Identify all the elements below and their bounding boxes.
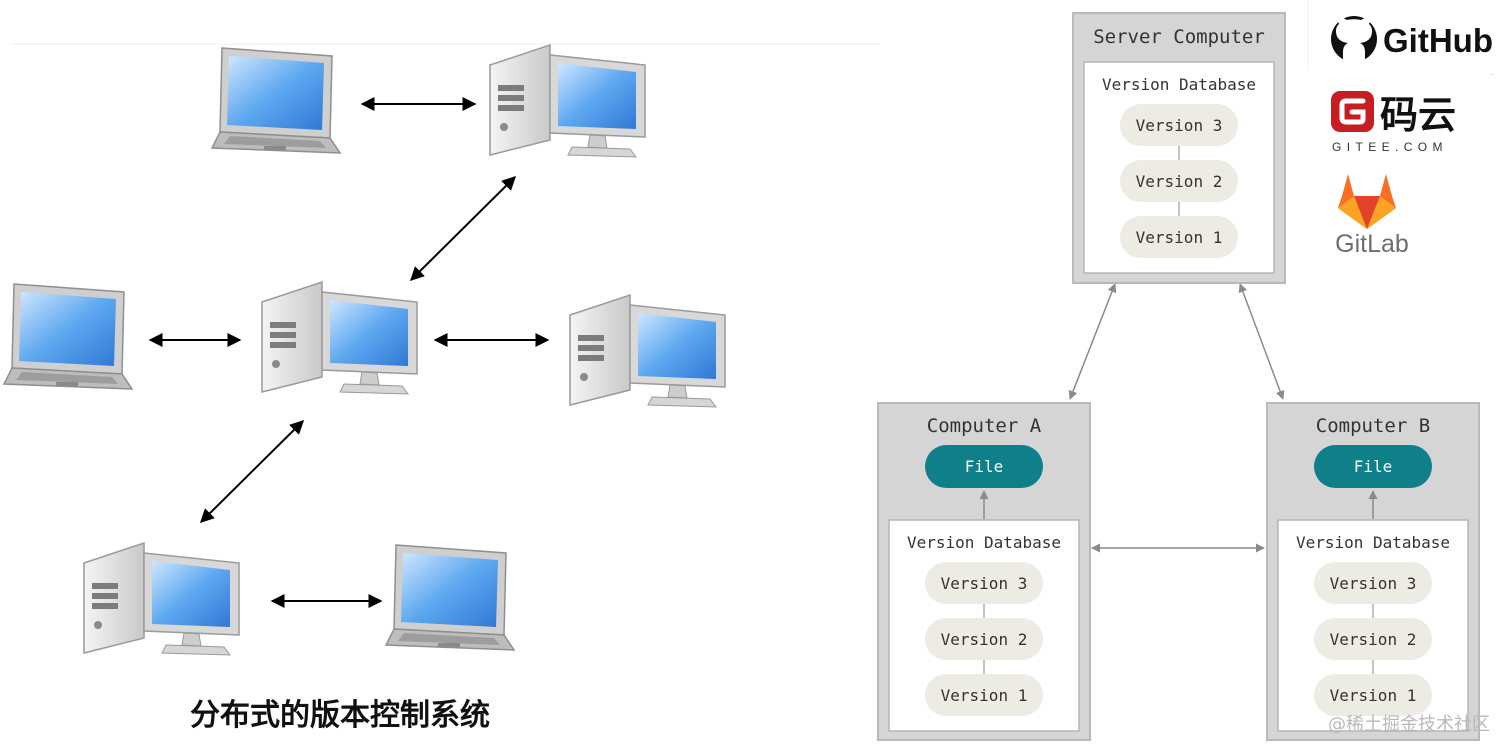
github-logo: GitHub ··· <box>1331 16 1495 78</box>
server-title: Server Computer <box>1093 26 1265 48</box>
hosting-logos: GitHub ··· 码云 GITEE.COM GitLab <box>1307 0 1495 258</box>
server-db-title: Version Database <box>1102 75 1256 94</box>
computer-a-title: Computer A <box>927 415 1042 437</box>
gitlab-logo: GitLab <box>1335 174 1409 258</box>
watermark: @稀土掘金技术社区 <box>1328 714 1490 735</box>
computer-b-db-title: Version Database <box>1296 533 1450 552</box>
desktop-computer-icon <box>261 281 418 395</box>
desktop-computer-icon <box>83 542 240 656</box>
computer-b-box: Computer B File Version Database Version… <box>1266 402 1480 741</box>
github-wordmark: GitHub <box>1383 22 1493 59</box>
computer-a-box: Computer A File Version Database Version… <box>877 402 1091 741</box>
sync-arrow <box>1068 283 1117 400</box>
gitlab-wordmark: GitLab <box>1335 230 1409 258</box>
server-version-1: Version 1 <box>1136 228 1223 247</box>
computer-a-db-title: Version Database <box>907 533 1061 552</box>
gitee-logo: 码云 GITEE.COM <box>1331 91 1456 154</box>
computer-b-file: File <box>1354 457 1393 476</box>
computer-b-title: Computer B <box>1316 415 1430 437</box>
connection-arrow <box>410 176 516 281</box>
computer-b-version-2: Version 2 <box>1330 630 1417 649</box>
diagram-caption: 分布式的版本控制系统 <box>190 698 490 733</box>
computer-b-version-1: Version 1 <box>1330 686 1417 705</box>
server-computer-box: Server Computer Version Database Version… <box>1072 12 1286 284</box>
laptop-icon <box>211 47 341 154</box>
computer-a-version-2: Version 2 <box>941 630 1028 649</box>
laptop-icon <box>385 544 515 651</box>
server-version-2: Version 2 <box>1136 172 1223 191</box>
right-dvcs-diagram: Server Computer Version Database Version… <box>877 12 1480 741</box>
connection-arrow <box>200 420 304 523</box>
svg-text:···: ··· <box>1490 72 1495 78</box>
left-network-diagram <box>3 43 880 656</box>
server-version-3: Version 3 <box>1136 116 1223 135</box>
desktop-computer-icon <box>489 44 646 158</box>
computer-a-version-3: Version 3 <box>941 574 1028 593</box>
laptop-icon <box>3 283 133 390</box>
desktop-computer-icon <box>569 294 726 408</box>
sync-arrow <box>1238 283 1285 400</box>
gitee-wordmark: 码云 <box>1380 95 1456 137</box>
computer-a-version-1: Version 1 <box>941 686 1028 705</box>
computer-b-version-3: Version 3 <box>1330 574 1417 593</box>
computer-a-file: File <box>965 457 1004 476</box>
gitee-subtitle: GITEE.COM <box>1332 140 1448 154</box>
